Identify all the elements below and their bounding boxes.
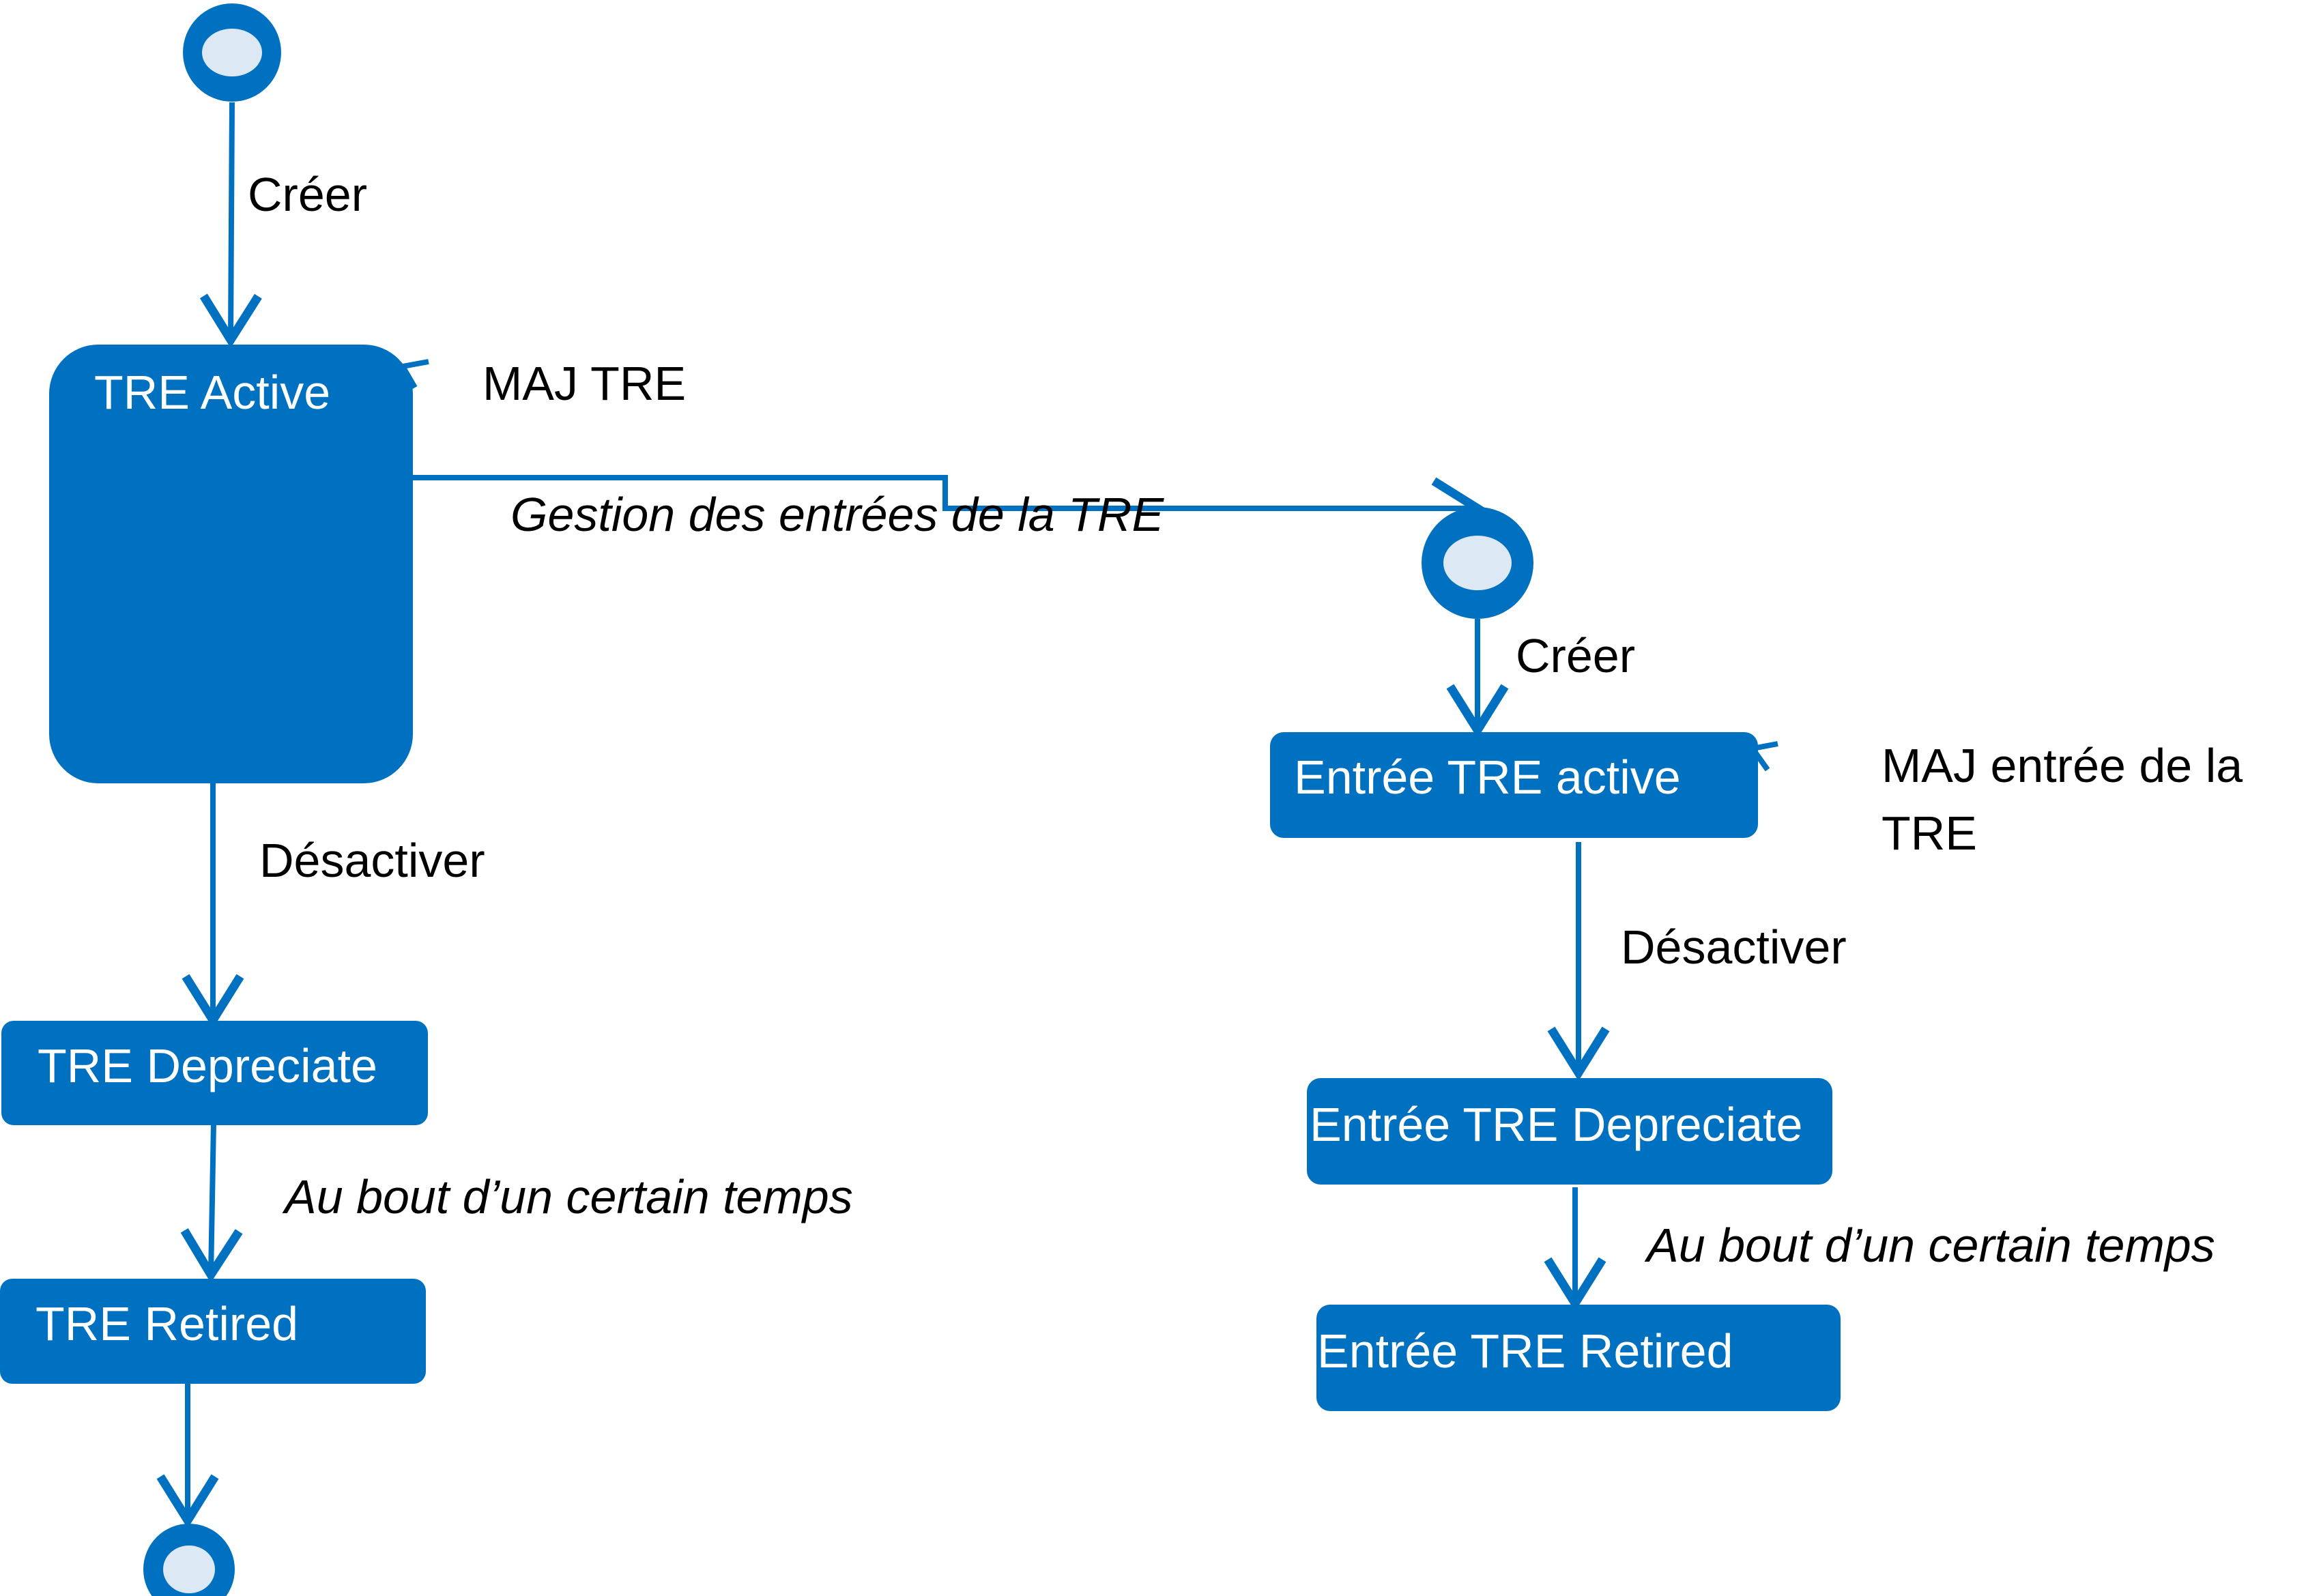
label-entry-update-line1: MAJ entrée de la — [1882, 739, 2243, 792]
label-entry-after-time: Au bout d’un certain temps — [1647, 1219, 2215, 1272]
entry-initial-state-inner — [1443, 536, 1512, 590]
tre-final-state-inner — [163, 1546, 215, 1593]
label-tre-update: MAJ TRE — [482, 357, 687, 410]
arrow-tre-retire — [180, 1122, 243, 1283]
label-tre-create: Créer — [248, 168, 368, 221]
label-entry-update-line2: TRE — [1882, 807, 1977, 860]
arrow-tre-create — [199, 102, 262, 349]
state-tre-active: TRE Active — [49, 345, 413, 783]
state-entry-retired-label: Entrée TRE Retired — [1317, 1324, 1733, 1378]
state-entry-active-label: Entrée TRE active — [1294, 751, 1681, 804]
state-entry-active: Entrée TRE active — [1270, 732, 1758, 838]
state-tre-depreciate-label: TRE Depreciate — [38, 1039, 377, 1092]
arrow-entries-link — [412, 475, 1486, 540]
state-tre-active-label: TRE Active — [94, 366, 331, 419]
label-entry-create: Créer — [1516, 629, 1636, 682]
state-entry-retired: Entrée TRE Retired — [1316, 1305, 1841, 1411]
label-entries-link: Gestion des entrées de la TRE — [510, 488, 1164, 541]
label-tre-deactivate: Désactiver — [259, 834, 485, 887]
state-entry-depreciate: Entrée TRE Depreciate — [1307, 1078, 1832, 1185]
state-entry-depreciate-label: Entrée TRE Depreciate — [1310, 1098, 1803, 1151]
label-tre-after-time: Au bout d’un certain temps — [285, 1170, 853, 1223]
state-tre-depreciate: TRE Depreciate — [1, 1021, 428, 1125]
label-entry-deactivate: Désactiver — [1621, 920, 1847, 974]
tre-initial-state-inner — [202, 29, 262, 76]
label-entry-update: MAJ entrée de la TRE — [1882, 732, 2243, 868]
state-tre-retired: TRE Retired — [0, 1279, 426, 1384]
state-tre-retired-label: TRE Retired — [35, 1297, 299, 1350]
